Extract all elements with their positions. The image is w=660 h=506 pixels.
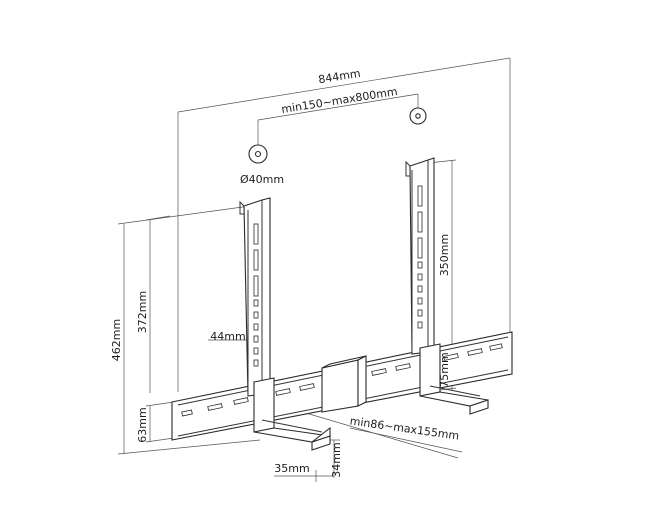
label-shelf-width: 35mm <box>274 462 309 475</box>
label-height-372: 372mm <box>136 291 149 333</box>
label-shelf-offset: 75mm <box>438 352 451 387</box>
label-washer-diameter: Ø40mm <box>240 173 284 186</box>
label-vesa-range: min150~max800mm <box>280 85 398 116</box>
washer-right <box>409 107 427 125</box>
center-junction-box <box>321 355 367 413</box>
upright-right <box>405 157 435 355</box>
label-shelf-height: 34mm <box>330 442 343 477</box>
label-bar-height: 63mm <box>136 407 149 442</box>
label-shelf-depth-range: min86~max155mm <box>349 414 460 442</box>
shelf-arm-left <box>253 377 331 451</box>
label-upright-height: 350mm <box>438 234 451 276</box>
upright-left <box>239 197 271 397</box>
shelf-arm-right <box>419 343 489 415</box>
washer-left <box>248 144 268 164</box>
label-upright-width: 44mm <box>210 330 245 343</box>
label-total-height: 462mm <box>110 319 123 361</box>
